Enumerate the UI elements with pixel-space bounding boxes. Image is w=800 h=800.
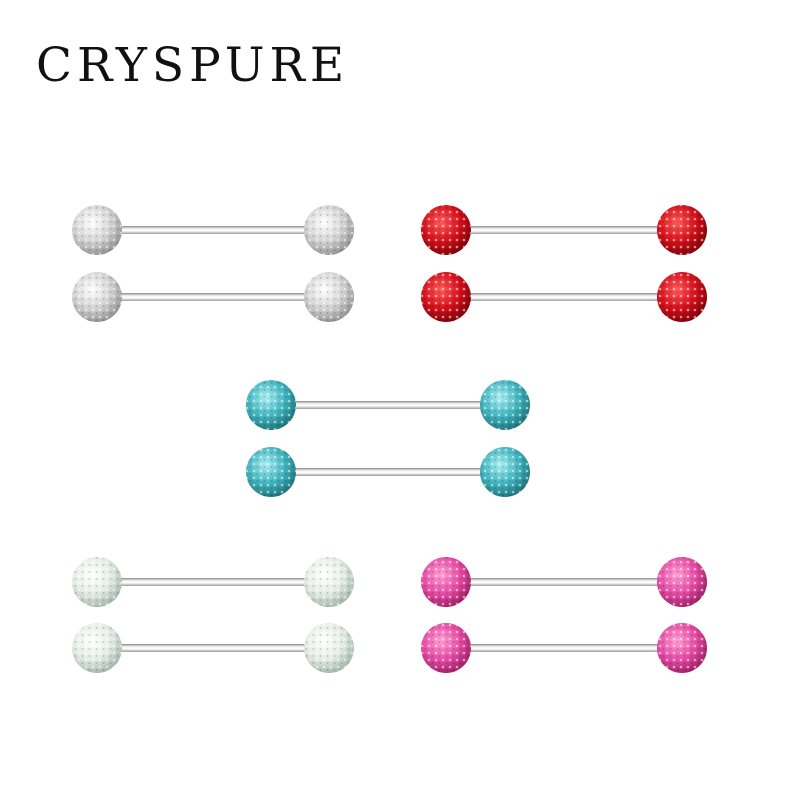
- barbell-aurora-borealis-2: [72, 623, 354, 673]
- barbell-pink-1: [421, 557, 707, 607]
- barbell-bar: [446, 578, 682, 586]
- crystal-sparkle: [304, 205, 354, 255]
- crystal-sparkle: [304, 623, 354, 673]
- crystal-sparkle: [657, 557, 707, 607]
- barbell-bar: [97, 644, 329, 652]
- crystal-sparkle: [657, 205, 707, 255]
- crystal-sparkle: [72, 623, 122, 673]
- brand-logo: CRYSPURE: [36, 38, 350, 93]
- barbell-clear-2: [72, 272, 354, 322]
- barbell-bar: [97, 293, 329, 301]
- crystal-sparkle: [72, 557, 122, 607]
- crystal-sparkle: [480, 380, 530, 430]
- barbell-red-2: [421, 272, 707, 322]
- barbell-aurora-borealis-1: [72, 557, 354, 607]
- barbell-aqua-1: [246, 380, 530, 430]
- crystal-sparkle: [657, 272, 707, 322]
- barbell-bar: [97, 226, 329, 234]
- barbell-bar: [271, 468, 505, 476]
- crystal-sparkle: [421, 623, 471, 673]
- barbell-aqua-2: [246, 447, 530, 497]
- crystal-sparkle: [304, 272, 354, 322]
- crystal-sparkle: [480, 447, 530, 497]
- crystal-sparkle: [421, 205, 471, 255]
- crystal-sparkle: [421, 272, 471, 322]
- crystal-sparkle: [657, 623, 707, 673]
- crystal-sparkle: [72, 272, 122, 322]
- barbell-bar: [446, 644, 682, 652]
- barbell-pink-2: [421, 623, 707, 673]
- barbell-bar: [271, 401, 505, 409]
- crystal-sparkle: [72, 205, 122, 255]
- barbell-bar: [97, 578, 329, 586]
- crystal-sparkle: [246, 380, 296, 430]
- barbell-bar: [446, 293, 682, 301]
- barbell-red-1: [421, 205, 707, 255]
- crystal-sparkle: [246, 447, 296, 497]
- barbell-clear-1: [72, 205, 354, 255]
- crystal-sparkle: [421, 557, 471, 607]
- barbell-bar: [446, 226, 682, 234]
- crystal-sparkle: [304, 557, 354, 607]
